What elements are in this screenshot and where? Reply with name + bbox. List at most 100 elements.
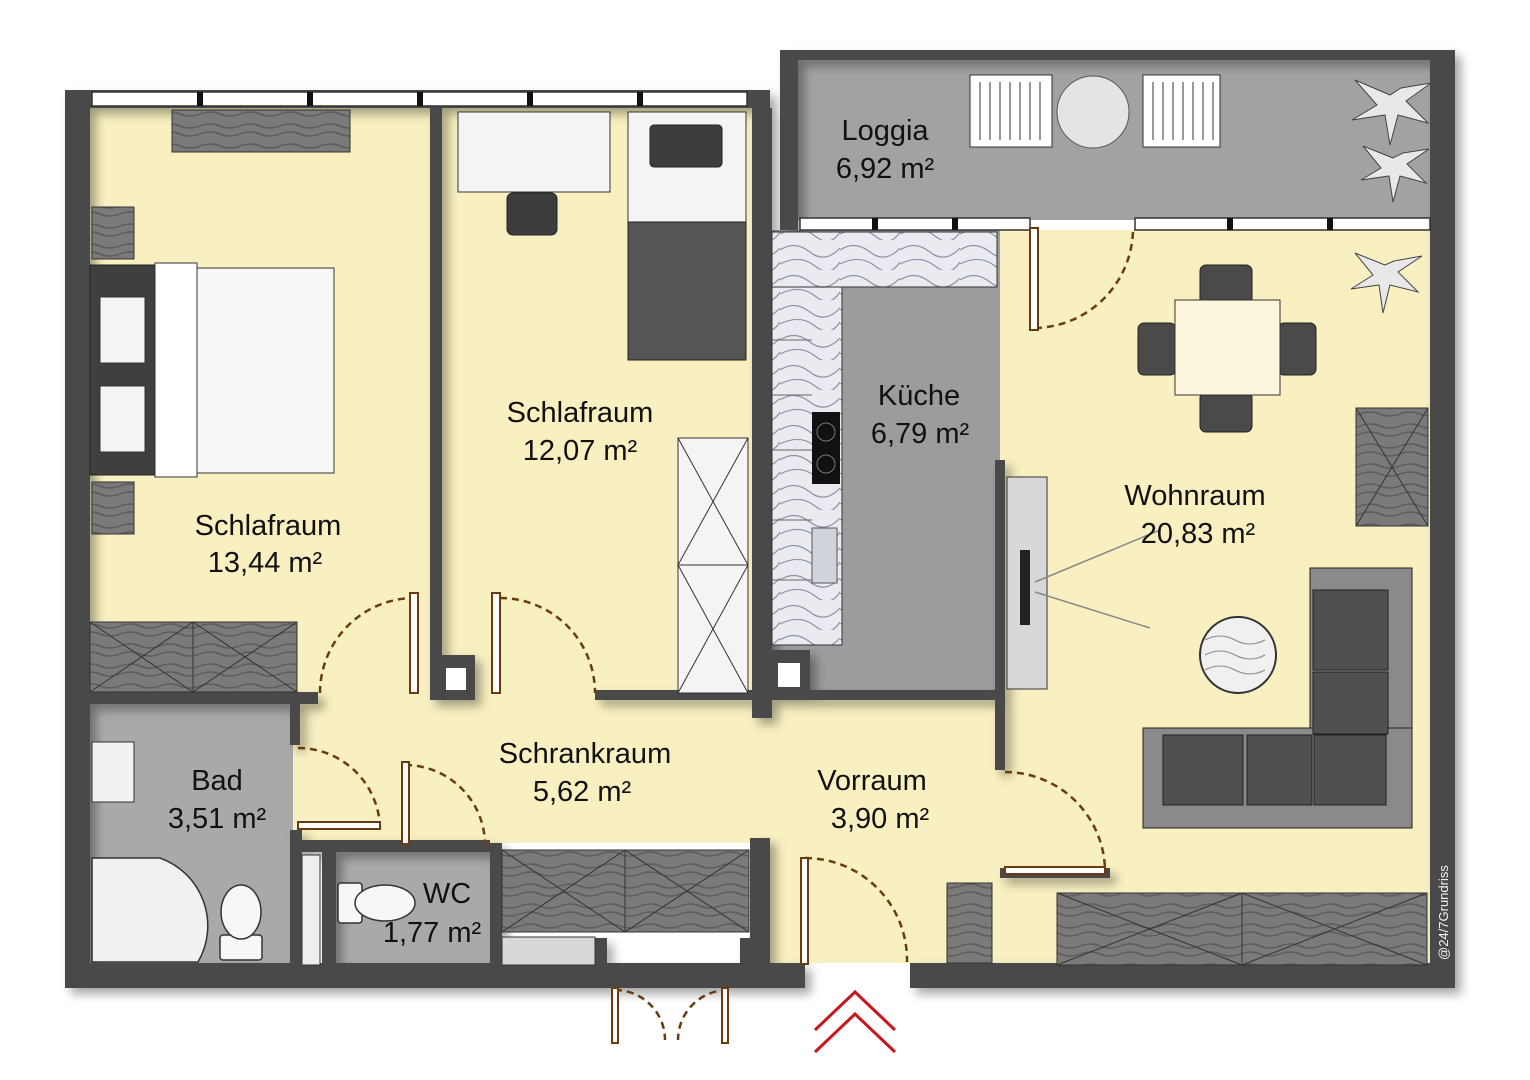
sideboard [1355,407,1429,527]
door-swing-bedroom1 [318,596,413,694]
nightstand-top [91,206,135,260]
kueche-name: Küche [878,380,960,412]
wall-closet-right [750,838,770,965]
window-wohnraum [1134,217,1431,231]
door-leaf-loggia [1029,227,1039,331]
kitchen-furniture [771,231,1161,690]
toilet-wc [337,882,416,924]
sink [811,527,838,584]
window-kitchen [799,217,1031,231]
toilet-bad [219,884,263,961]
shoe-cabinet [946,882,993,964]
wall-bad-right [290,700,300,745]
credit-watermark: @24/7Grundriss [1436,865,1451,960]
door-swing-bedroom2 [499,596,597,694]
closet-wardrobe [501,849,750,933]
wohnraum-name: Wohnraum [1124,480,1265,512]
door-leaf-wohnraum [1004,866,1106,875]
dresser [171,109,351,153]
door-leaf-bedroom1 [409,592,419,694]
wc-name: WC [423,878,471,910]
wall-niche-right [740,938,752,968]
wardrobe-bedroom2 [677,437,749,694]
door-swing-bad [297,746,382,829]
wohnraum-area: 20,83 m² [1141,518,1256,550]
bedroom2-furniture [457,111,749,694]
door-swing-wc [404,763,487,846]
wall-kitchen-bottom [772,690,1004,700]
wall-wc-left [322,840,336,965]
door-leaf-wc [401,761,410,845]
closet-shelf [501,936,596,966]
bad-name: Bad [191,765,243,797]
pillar-1-hole [446,668,466,690]
walls [65,50,1455,988]
door-leaf-entrance [800,857,809,965]
plant-icon [1351,79,1432,203]
living-furniture [946,252,1429,966]
loggia-name: Loggia [841,115,929,147]
loggia-chair-left [969,74,1053,148]
single-bed-blanket [627,221,747,361]
bed-blanket [196,267,335,474]
windows [91,91,1431,231]
door-leaf-bedroom2 [491,592,501,694]
wall-right [1430,50,1455,988]
lowboard [1056,892,1428,966]
pillow-bottom [99,385,146,453]
wall-bedroom2-right [752,108,772,718]
sofa [1142,567,1413,829]
door-swing-niche-right [676,988,729,1041]
room-labels: Loggia 6,92 m² Schlafraum 13,44 m² Schla… [168,115,1266,949]
wall-bottom-right [910,963,1455,988]
desk [457,111,611,193]
wardrobe-bedroom1 [89,621,298,693]
dining-set [1137,264,1317,433]
cooktop [812,412,840,484]
schrankraum-area: 5,62 m² [533,776,632,808]
wall-wc-top [300,840,490,852]
vorraum-name: Vorraum [817,765,927,797]
wall-kitchen-right [995,460,1005,770]
shower [91,857,209,963]
door-leaf-bad [297,821,381,830]
door-swing-loggia [1034,229,1135,330]
loggia-table [1056,75,1130,149]
kueche-area: 6,79 m² [871,418,970,450]
schrankraum-name: Schrankraum [499,738,671,770]
door-leaves [297,227,1106,1044]
wall-bedroom2-bottom [595,690,755,700]
wall-loggia-top [780,50,1455,60]
plant-icon [1350,252,1423,314]
bedroom1-furniture [89,109,351,693]
wall-bad-right-lower [290,830,302,965]
vorraum-area: 3,90 m² [831,803,930,835]
bad-area: 3,51 m² [168,803,267,835]
closet-bath-furniture [91,741,750,966]
door-swing-wohnraum [1004,770,1107,871]
pillar-2-hole [778,663,800,687]
wc-niche-shelf [301,854,321,966]
loggia-area: 6,92 m² [836,153,935,185]
washbasin [91,741,135,803]
double-chevron-up-icon [813,989,897,1054]
loggia-chair-right [1142,74,1221,148]
dining-table [1174,299,1281,396]
wall-left [65,90,90,988]
desk-chair [506,192,558,236]
nightstand-bottom [91,481,135,535]
door-leaf-niche-left [611,987,619,1044]
bed-blanket-fold [154,262,198,478]
wall-loggia-left [780,50,798,230]
wall-bedroom1-bottom [88,692,318,704]
door-swing-niche-left [614,988,667,1041]
counter-top [771,231,998,288]
tv [1020,550,1030,625]
doors [297,229,1135,1041]
pillow-top [99,296,146,364]
door-leaf-niche-right [721,987,729,1044]
schrankraum-floor [290,693,770,843]
wall-bedroom-divider [430,108,442,700]
wc-area: 1,77 m² [383,917,482,949]
